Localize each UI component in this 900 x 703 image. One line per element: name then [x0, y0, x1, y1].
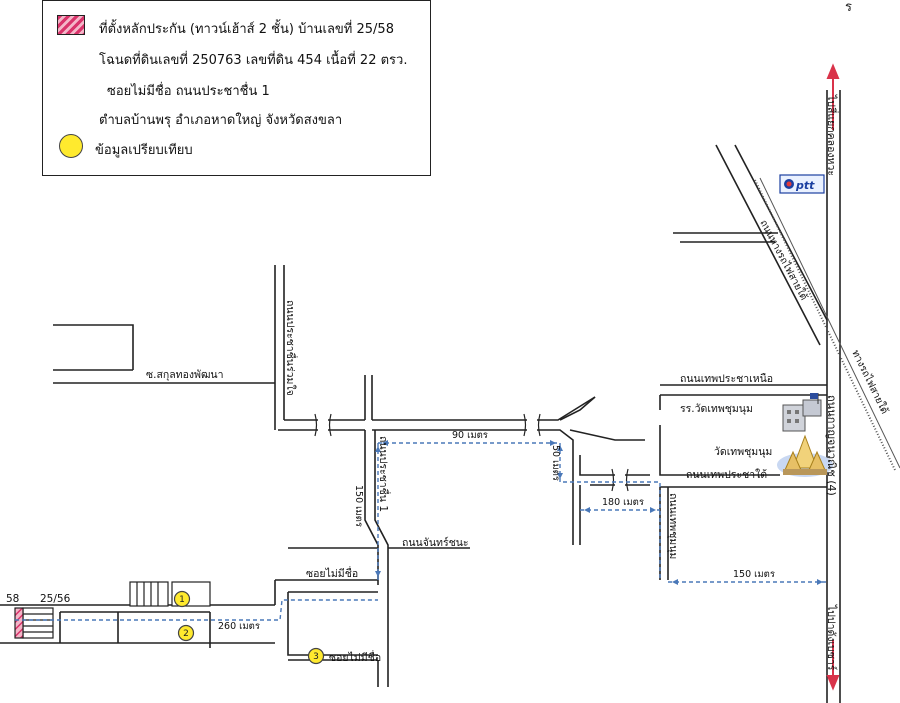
bridge-markers	[314, 413, 629, 492]
temple-label: วัดเทพชุมนุม	[714, 446, 772, 458]
comparable-data-swatch	[59, 134, 83, 158]
soi-no-name-2-label: ซอยไม่มีชื่อ	[329, 650, 381, 664]
distance-150-horizontal: 150 เมตร	[733, 569, 775, 580]
legend-comparable-label: ข้อมูลเปรียบเทียบ	[95, 143, 193, 158]
pracha-chuen-mid-label: ถนนประชาชื่นร่วมใจ	[284, 300, 298, 396]
comparable-3-marker	[307, 647, 325, 665]
pracha-chuen-1-label: ถนนประชาชื่น 1	[377, 436, 391, 512]
townhouse-row	[22, 607, 54, 639]
distance-260: 260 เมตร	[218, 621, 260, 632]
legend-subject-line-1: ที่ตั้งหลักประกัน (ทาวน์เฮ้าส์ 2 ชั้น) บ…	[99, 22, 394, 37]
legend-subject-line-3: ซอยไม่มีชื่อ ถนนประชาชื่น 1	[107, 84, 270, 99]
ptt-station-icon: ptt	[779, 174, 825, 194]
arrow-north-icon	[826, 63, 840, 79]
chan-thanaa-label: ถนนจันทร์ชนะ	[402, 536, 469, 549]
building	[129, 581, 169, 607]
highway-road	[826, 90, 841, 703]
diagonal-road	[715, 144, 828, 346]
distance-180: 180 เมตร	[602, 497, 644, 508]
distance-150-vertical: 150 เมตร	[353, 485, 364, 527]
to-north-label: ไปสี่แยกคลองหวะ	[825, 94, 839, 176]
diagonal-road-label: ถนนทางรถไฟสายใต้	[757, 218, 810, 302]
to-south-label: ไปปาดังเบซาร์	[825, 604, 838, 671]
distance-50: 50 เมตร	[550, 445, 561, 481]
comparable-2-marker	[177, 624, 195, 642]
distance-90: 90 เมตร	[452, 430, 488, 441]
legend-subject-line-2: โฉนดที่ดินเลขที่ 250763 เลขที่ดิน 454 เน…	[99, 53, 408, 68]
thep-chumnum-road-label: ถนนเทพชุมนุม	[667, 493, 679, 559]
thep-pracha-north-label: ถนนเทพประชาเหนือ	[680, 372, 773, 385]
school-icon	[782, 393, 822, 432]
corner-mark: ร	[845, 0, 852, 15]
house-number-label: 25/56	[40, 593, 71, 605]
thep-pracha-south-label: ถนนเทพประชาใต้	[686, 468, 767, 481]
subject-property-swatch	[57, 15, 85, 35]
temple-icon	[777, 434, 833, 477]
direction-arrows	[826, 63, 840, 691]
school-label: รร.วัดเทพชุมนุม	[680, 403, 753, 415]
arrow-south-icon	[826, 675, 840, 691]
highway-label: ถนนกาญจนวณิช (4)	[825, 395, 838, 496]
railway-line	[754, 177, 900, 471]
edge-house-number: 58	[6, 593, 19, 605]
comparable-1-label: 1	[179, 595, 185, 605]
comparable-1-marker	[173, 590, 191, 608]
comparable-2-label: 2	[183, 629, 189, 639]
map-legend: ที่ตั้งหลักประกัน (ทาวน์เฮ้าส์ 2 ชั้น) บ…	[42, 0, 431, 176]
ptt-label: ptt	[795, 179, 815, 192]
soi-sakul-label: ซ.สกุลทองพัฒนา	[146, 369, 224, 381]
distance-paths	[15, 442, 827, 621]
comparable-3-label: 3	[313, 652, 319, 662]
soi-no-name-label: ซอยไม่มีชื่อ	[306, 566, 358, 580]
subject-property	[14, 607, 24, 639]
legend-subject-line-4: ตำบลบ้านพรุ อำเภอหาดใหญ่ จังหวัดสงขลา	[99, 113, 343, 128]
